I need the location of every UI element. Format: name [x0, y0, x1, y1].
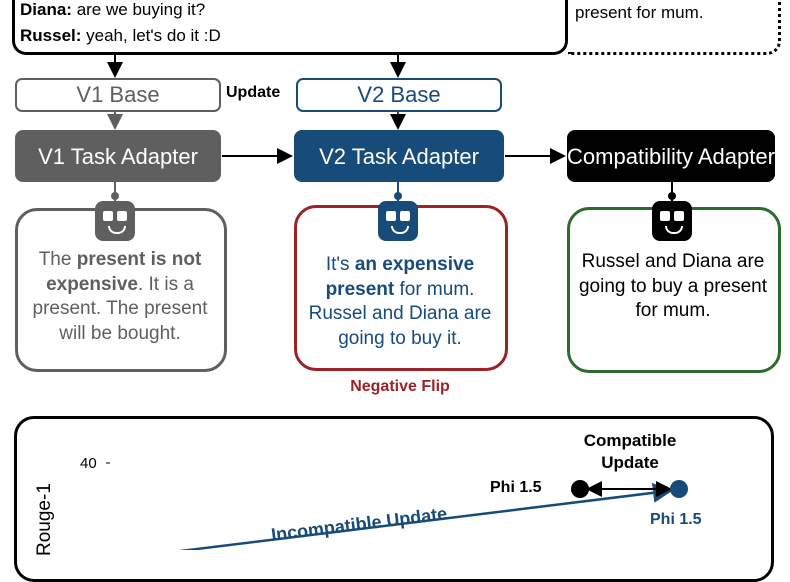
point-phi-compatible [571, 480, 589, 498]
compat-output-text: Russel and Diana are going to buy a pres… [578, 251, 768, 321]
incompatible-update-arrow [178, 482, 673, 550]
y-axis-label-wrap: Rouge-1 [30, 460, 55, 560]
y-axis-label: Rouge-1 [34, 483, 55, 556]
v2-output-emphasis: an expensive present [325, 254, 475, 300]
dialog-box [12, 0, 568, 55]
robot-icon [652, 201, 692, 241]
dialog-line-1: Diana: are we buying it? [20, 0, 205, 20]
connector-arrows [107, 55, 676, 205]
reference-text: present for mum. [575, 3, 704, 22]
dialog-text-2: yeah, let's do it :D [81, 26, 221, 45]
speaker-russel: Russel: [20, 26, 82, 45]
v1-output-text: The present is not expensive. It is a pr… [32, 249, 208, 344]
v1-output-emphasis: present is not expensive [46, 249, 202, 295]
dialog-line-2: Russel: yeah, let's do it :D [20, 26, 221, 46]
v1-task-adapter: V1 Task Adapter [15, 130, 221, 182]
compatible-update-label: Compatible Update [583, 431, 677, 472]
point-label-blue: Phi 1.5 [650, 511, 702, 528]
point-label-black: Phi 1.5 [490, 479, 542, 496]
dialog-text-1: are we buying it? [71, 0, 206, 19]
negative-flip-label: Negative Flip [350, 378, 450, 395]
speaker-diana: Diana: [20, 0, 72, 19]
robot-icon [378, 201, 418, 241]
v2-task-adapter: V2 Task Adapter [294, 130, 504, 182]
update-label: Update [226, 84, 281, 101]
chart-plot [106, 462, 688, 550]
v1-base: V1 Base [15, 78, 221, 112]
reference-box [568, 0, 781, 55]
compatibility-adapter: Compatibility Adapter [567, 130, 775, 182]
y-tick-label: 40 [80, 455, 97, 472]
robot-icon [95, 201, 135, 241]
v2-base: V2 Base [296, 78, 502, 112]
point-phi-v2 [670, 480, 688, 498]
v2-output-text: It's an expensive present for mum. Russe… [308, 254, 492, 349]
